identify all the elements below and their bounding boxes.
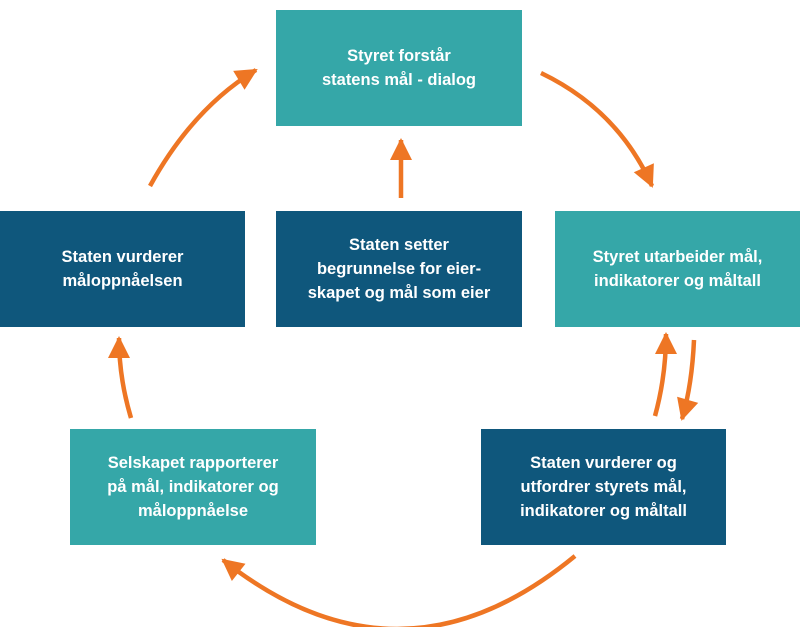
box-selskapet-rapporterer: Selskapet rapporterer på mål, indikatore… bbox=[70, 429, 316, 545]
arrow-bottom-right-to-right bbox=[652, 332, 677, 417]
arrow-top-to-right bbox=[540, 70, 655, 188]
arrow-bottom-right-to-bottom-left bbox=[221, 554, 577, 627]
box-label: Styret forstår statens mål - dialog bbox=[321, 47, 477, 89]
arrow-bottom-left-to-left bbox=[108, 336, 134, 419]
box-staten-setter-begrunnelse: Staten setter begrunnelse for eier- skap… bbox=[276, 211, 522, 327]
box-staten-vurderer-og-utfordrer: Staten vurderer og utfordrer styrets mål… bbox=[481, 429, 726, 545]
box-label: Staten vurderer måloppnåelsen bbox=[61, 248, 184, 290]
arrow-right-to-bottom-right bbox=[677, 339, 699, 421]
box-label: Styret utarbeider mål, indikatorer og må… bbox=[592, 248, 763, 290]
arrow-left-to-top bbox=[148, 68, 258, 188]
box-label: Selskapet rapporterer på mål, indikatore… bbox=[107, 454, 279, 520]
box-styret-utarbeider: Styret utarbeider mål, indikatorer og må… bbox=[555, 211, 800, 327]
box-label: Staten setter begrunnelse for eier- skap… bbox=[307, 236, 491, 302]
box-staten-vurderer-maloppnaelsen: Staten vurderer måloppnåelsen bbox=[0, 211, 245, 327]
box-styret-forstar: Styret forstår statens mål - dialog bbox=[276, 10, 522, 126]
box-label: Staten vurderer og utfordrer styrets mål… bbox=[520, 454, 687, 520]
